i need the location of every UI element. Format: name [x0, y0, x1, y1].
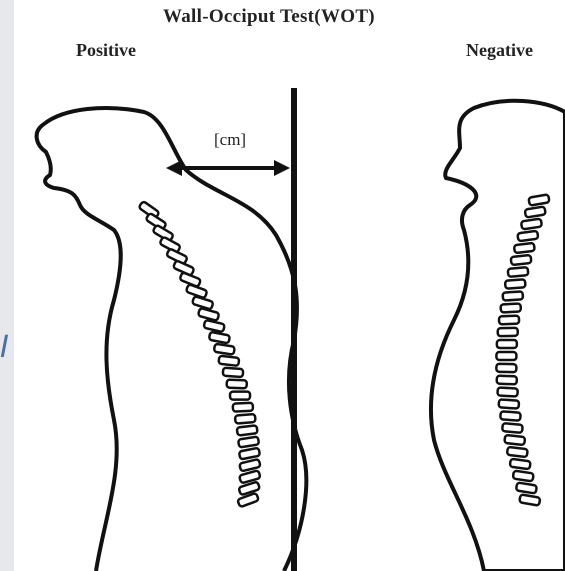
- negative-vertebra: [502, 423, 523, 433]
- positive-label: Positive: [76, 40, 136, 61]
- side-text-fragment: I: [0, 330, 14, 365]
- negative-vertebra: [497, 376, 517, 385]
- negative-vertebra: [497, 388, 517, 397]
- negative-vertebra: [500, 411, 521, 421]
- negative-vertebra: [521, 219, 542, 230]
- positive-vertebra: [230, 392, 250, 400]
- negative-vertebra: [516, 482, 537, 493]
- positive-vertebra: [214, 344, 235, 355]
- diagram-title: Wall-Occiput Test(WOT): [163, 6, 375, 28]
- negative-vertebra: [519, 494, 540, 505]
- negative-vertebra: [499, 316, 519, 325]
- negative-vertebra: [508, 267, 529, 277]
- diagram-frame: Wall-Occiput Test(WOT) Positive Negative…: [14, 0, 565, 571]
- negative-vertebra: [498, 328, 518, 336]
- negative-label: Negative: [466, 40, 533, 61]
- positive-vertebra: [237, 425, 258, 435]
- negative-vertebra: [499, 399, 519, 408]
- negative-vertebra: [528, 194, 549, 205]
- negative-vertebra: [497, 340, 517, 348]
- negative-vertebra: [504, 435, 525, 445]
- negative-vertebra: [503, 291, 523, 300]
- positive-vertebra: [218, 356, 239, 366]
- negative-vertebra: [510, 459, 531, 470]
- positive-vertebra: [223, 368, 244, 377]
- positive-vertebra: [238, 436, 259, 447]
- negative-vertebra: [525, 206, 546, 217]
- negative-vertebra: [505, 279, 526, 289]
- negative-vertebra: [501, 304, 521, 313]
- negative-vertebra: [517, 231, 538, 242]
- positive-vertebra: [233, 403, 253, 412]
- negative-vertebra: [496, 364, 516, 372]
- negative-vertebra: [496, 352, 516, 360]
- positive-vertebra: [235, 414, 256, 424]
- positive-body-outline: [37, 108, 307, 571]
- negative-vertebra: [514, 243, 535, 253]
- negative-vertebra: [513, 471, 534, 482]
- wall-occiput-illustration: [14, 0, 565, 571]
- measurement-label: [cm]: [214, 130, 246, 150]
- positive-vertebra: [227, 380, 247, 389]
- negative-vertebra: [511, 255, 532, 265]
- negative-vertebra: [507, 447, 528, 457]
- arrowhead-right: [274, 160, 290, 176]
